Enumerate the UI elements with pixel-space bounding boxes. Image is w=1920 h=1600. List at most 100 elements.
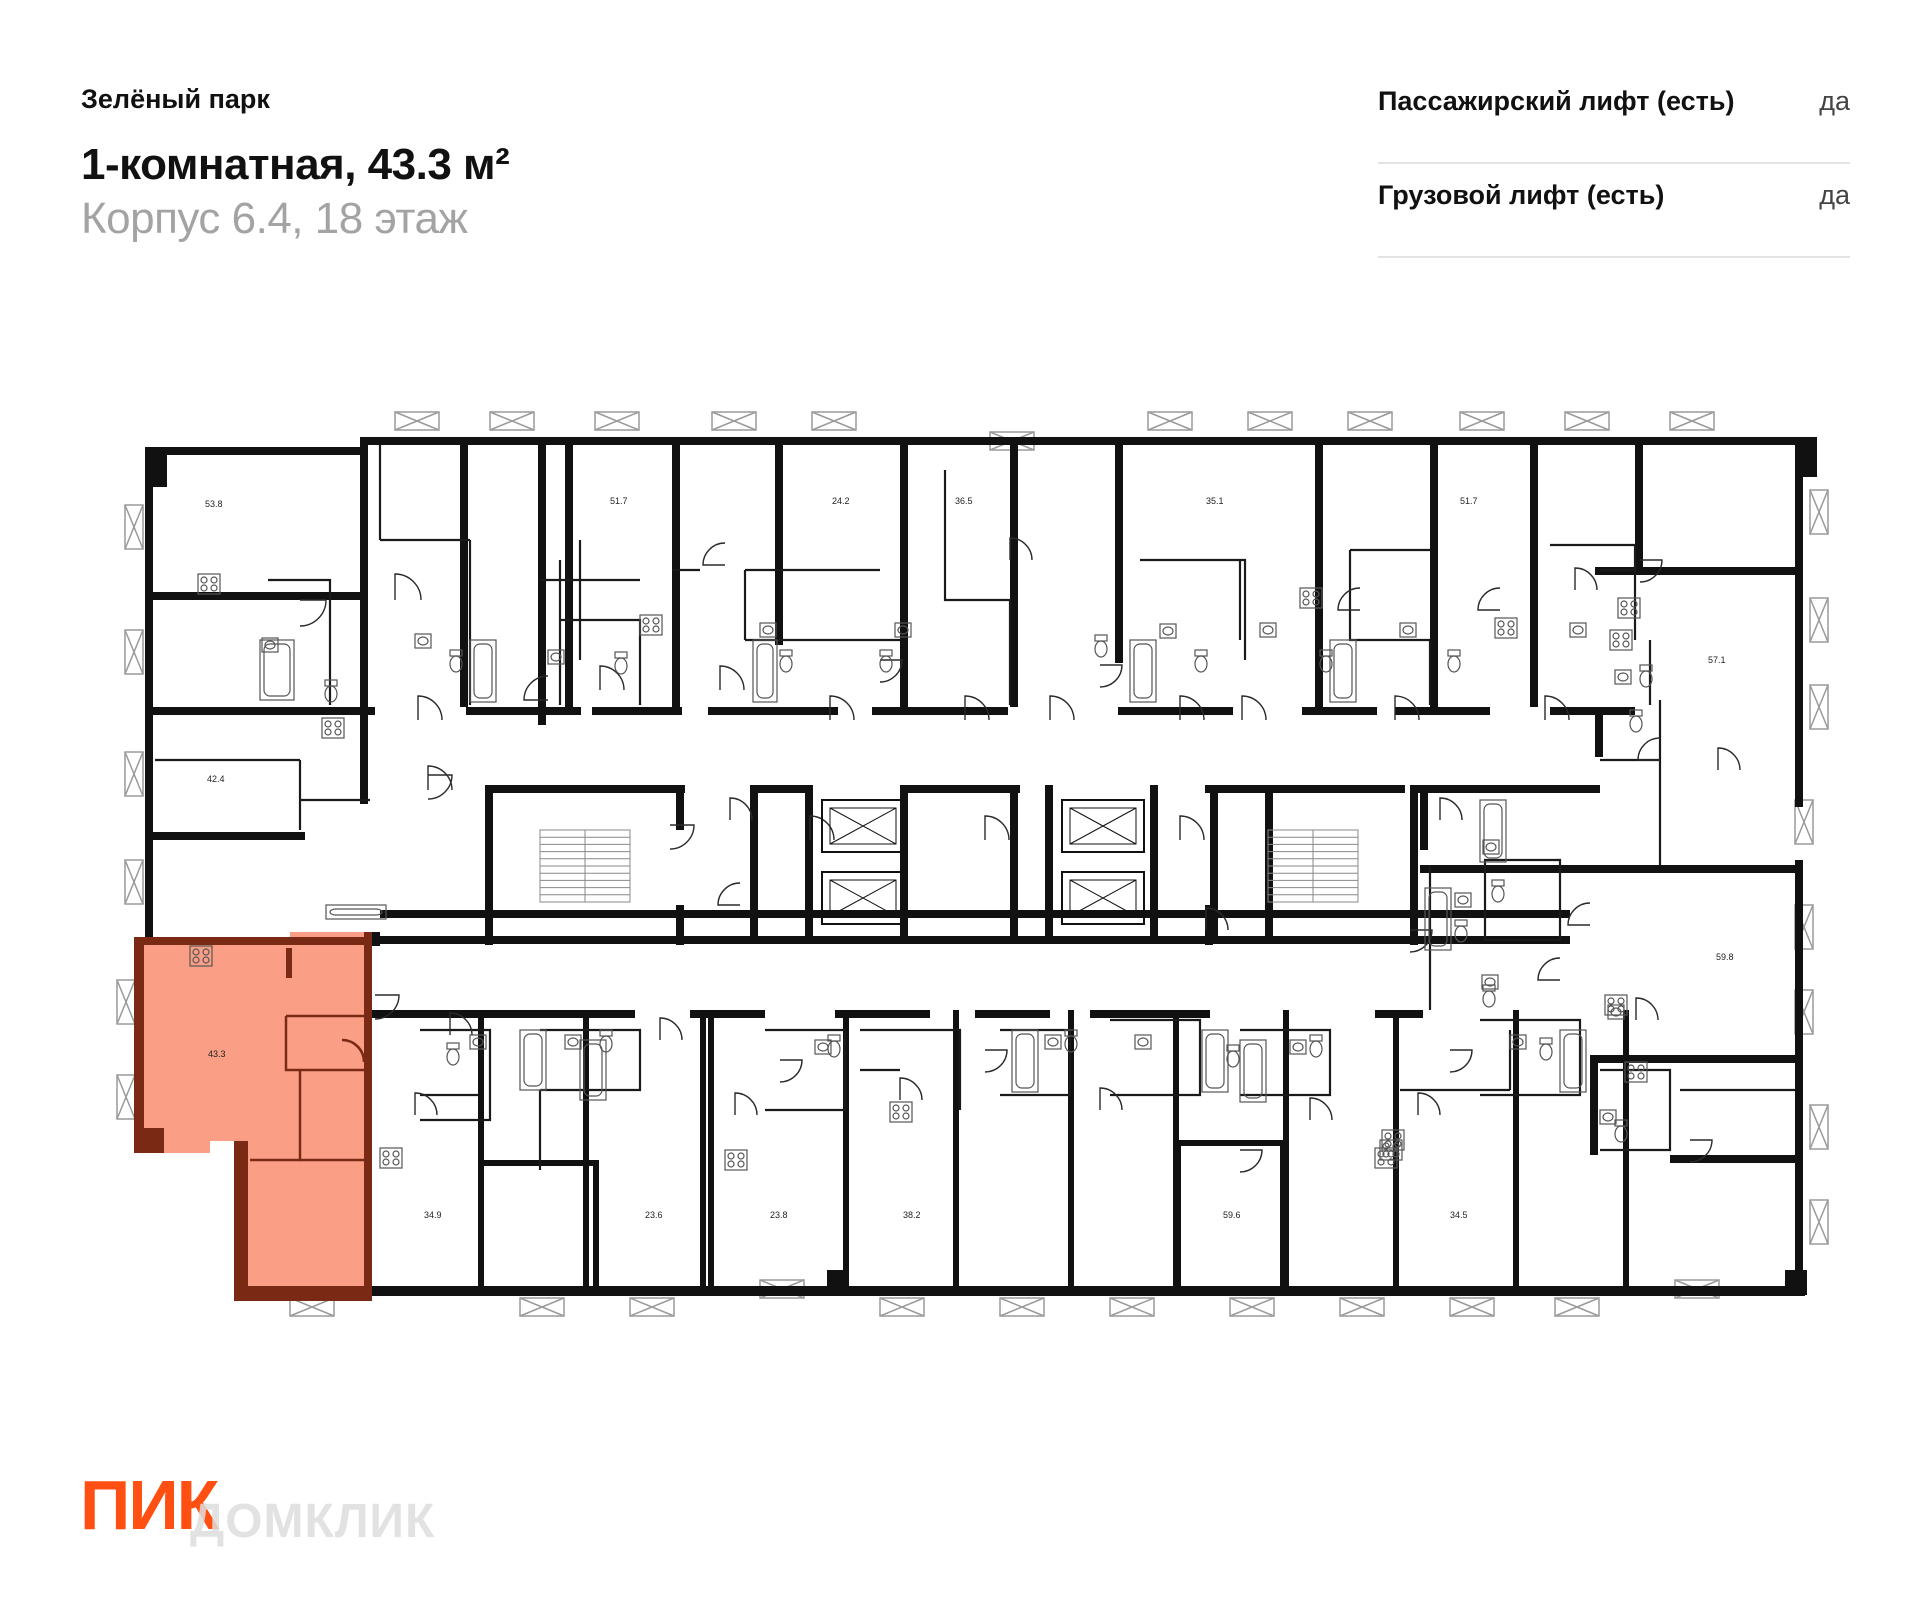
wall-segment	[900, 785, 1020, 793]
window	[1247, 411, 1293, 431]
wall-segment	[1210, 936, 1420, 944]
toilet	[614, 651, 628, 675]
wall-segment	[1068, 1010, 1074, 1295]
staircase	[1267, 829, 1359, 903]
wall-segment	[872, 707, 1008, 715]
partition	[268, 445, 470, 705]
sink	[1044, 1034, 1062, 1050]
wall-segment	[1550, 707, 1635, 715]
door	[659, 1017, 683, 1041]
door	[599, 665, 625, 691]
toilet	[827, 1034, 841, 1058]
wall-segment	[380, 910, 1570, 918]
window	[1147, 411, 1193, 431]
window	[116, 979, 136, 1025]
window	[124, 629, 144, 675]
window	[1339, 1297, 1385, 1317]
lifts	[821, 799, 1145, 925]
wall-segment	[1205, 905, 1213, 945]
stove	[889, 1101, 913, 1123]
partition	[540, 540, 700, 660]
wall-segment	[900, 445, 908, 707]
sink	[564, 1034, 582, 1050]
partition	[1550, 543, 1637, 640]
bathtub	[1329, 639, 1357, 703]
door	[1689, 1139, 1713, 1163]
toilet	[1194, 649, 1208, 673]
partition	[743, 568, 900, 642]
door	[394, 573, 422, 601]
feature-value: да	[1819, 86, 1850, 116]
window	[124, 859, 144, 905]
lift-car	[821, 799, 905, 853]
window	[1347, 411, 1393, 431]
door	[1309, 1097, 1333, 1121]
wall-segment	[145, 707, 375, 715]
bathtub	[1479, 799, 1507, 863]
wall-segment	[1175, 1140, 1280, 1146]
fixtures	[189, 573, 1653, 1171]
wall-segment	[372, 1286, 1805, 1296]
partition	[1140, 558, 1247, 660]
selected-apartment[interactable]	[134, 932, 372, 1301]
door	[1049, 695, 1075, 721]
door	[299, 599, 327, 627]
sink	[261, 637, 279, 653]
wall-segment	[1513, 1010, 1519, 1295]
wall-segment	[708, 707, 838, 715]
lift-car	[1061, 799, 1145, 853]
partition	[420, 1028, 492, 1122]
walls	[145, 437, 1817, 1296]
wall-segment	[750, 785, 810, 793]
wall-segment	[485, 910, 685, 918]
window	[1669, 411, 1715, 431]
door	[427, 774, 453, 800]
wall-segment	[372, 1010, 467, 1018]
door	[1717, 747, 1741, 771]
door	[669, 824, 695, 850]
door	[1009, 537, 1033, 561]
toilet	[1454, 919, 1468, 943]
wall-segment	[1150, 785, 1158, 940]
door	[729, 797, 753, 821]
toilet	[1614, 1119, 1628, 1143]
stove	[189, 945, 213, 967]
door	[1544, 695, 1570, 721]
wall-segment	[900, 785, 908, 940]
door	[414, 1092, 438, 1116]
window	[1459, 411, 1505, 431]
door	[1205, 907, 1229, 931]
unit-area-label: 24.2	[832, 496, 850, 506]
window	[124, 504, 144, 550]
building-floor: Корпус 6.4, 18 этаж	[81, 194, 468, 243]
wall-segment	[593, 1160, 599, 1295]
wall-segment	[145, 832, 305, 840]
door	[1449, 1049, 1473, 1073]
unit-area-label: 23.6	[645, 1210, 663, 1220]
doors	[299, 537, 1741, 1173]
unit-area-label: 57.1	[1708, 655, 1726, 665]
wall-segment	[583, 1010, 589, 1295]
window	[711, 411, 757, 431]
wall-segment	[1265, 785, 1273, 940]
door	[734, 1092, 758, 1116]
wall-segment	[1420, 785, 1428, 850]
toilet	[879, 649, 893, 673]
partition	[538, 1028, 642, 1170]
door	[964, 695, 990, 721]
door	[417, 695, 443, 721]
toilet	[1482, 984, 1496, 1008]
toilet	[324, 679, 338, 703]
lift-car	[821, 871, 905, 925]
wall-segment	[1670, 1155, 1803, 1163]
door	[427, 765, 453, 791]
features-list: Пассажирский лифт (есть) да Грузовой лиф…	[1378, 70, 1850, 258]
bathtub	[325, 904, 387, 920]
windows	[116, 411, 1829, 1317]
bathtub	[469, 639, 497, 703]
stove	[321, 717, 345, 739]
wall-segment	[1175, 1140, 1181, 1295]
sink	[1481, 974, 1499, 990]
stove	[197, 573, 221, 595]
stove	[379, 1147, 403, 1169]
